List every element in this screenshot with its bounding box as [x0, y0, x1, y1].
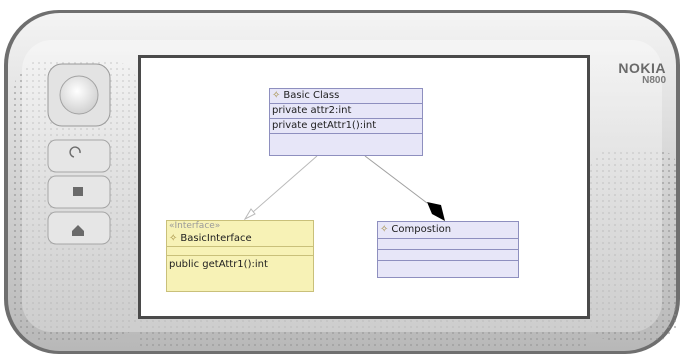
diagram-connectors — [243, 155, 445, 221]
interface-header: ✧BasicInterface — [167, 232, 313, 247]
interface-name: BasicInterface — [180, 233, 252, 244]
model-name: N800 — [642, 75, 666, 86]
realization-arrowhead — [243, 208, 256, 221]
realization-line — [244, 155, 318, 220]
composition-line — [364, 155, 428, 204]
class-operation[interactable]: private getAttr1():int — [270, 119, 422, 134]
interface-empty-row — [167, 247, 313, 256]
class-header: ✧Basic Class — [270, 89, 422, 104]
class-attribute[interactable]: private attr2:int — [270, 104, 422, 119]
class-name: Basic Class — [283, 90, 340, 101]
class-icon: ✧ — [272, 90, 281, 101]
composition-row-3 — [378, 261, 518, 273]
interface-box[interactable]: «Interface» ✧BasicInterface public getAt… — [166, 220, 314, 292]
brand-name: NOKIA — [618, 60, 666, 76]
composition-header: ✧Compostion — [378, 222, 518, 239]
composition-diamond — [427, 202, 445, 221]
basic-class-box[interactable]: ✧Basic Class private attr2:int private g… — [269, 88, 423, 156]
composition-icon: ✧ — [380, 224, 389, 235]
composition-name: Compostion — [391, 224, 452, 235]
brand-logo: NOKIA N800 — [594, 60, 666, 86]
composition-row-2 — [378, 250, 518, 261]
home-key[interactable] — [47, 211, 111, 245]
back-key[interactable] — [47, 139, 111, 173]
class-empty-row — [270, 134, 422, 156]
menu-key[interactable] — [47, 175, 111, 209]
interface-stereotype: «Interface» — [169, 221, 221, 231]
interface-icon: ✧ — [169, 233, 178, 244]
dpad-control[interactable] — [47, 63, 111, 127]
interface-operation[interactable]: public getAttr1():int — [169, 259, 268, 270]
composition-row-1 — [378, 239, 518, 250]
composition-class-box[interactable]: ✧Compostion — [377, 221, 519, 278]
device-screen: ✧Basic Class private attr2:int private g… — [141, 58, 587, 316]
